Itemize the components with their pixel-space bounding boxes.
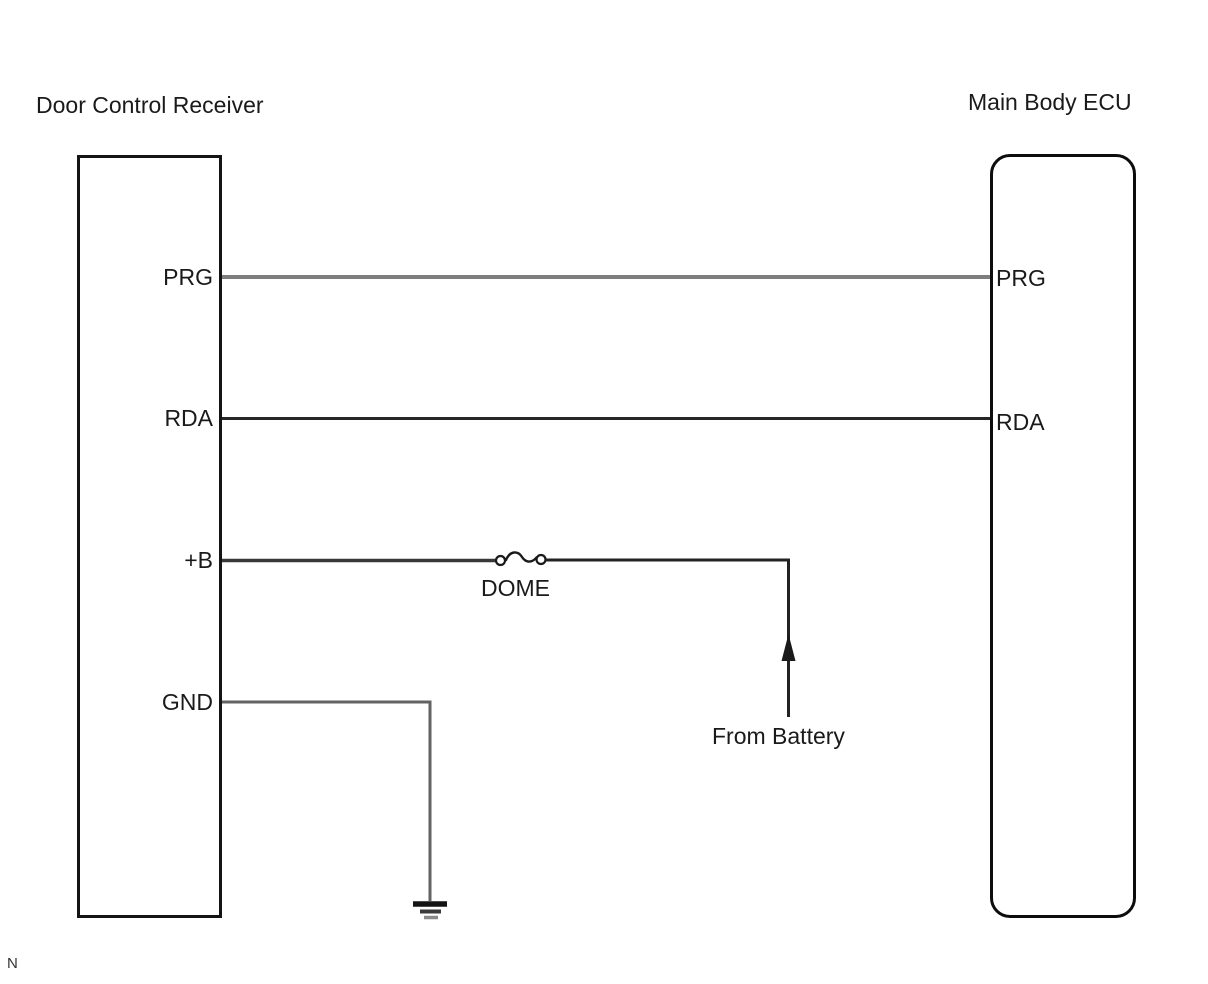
ground-symbol-icon (413, 901, 447, 920)
main-body-ecu-box (990, 154, 1136, 918)
right-pin-prg: PRG (996, 265, 1046, 291)
fuse-terminal-right-icon (535, 553, 547, 566)
left-pin-prg: PRG (163, 264, 213, 290)
left-pin-gnd: GND (161, 689, 213, 715)
fuse-terminal-left-icon (494, 554, 507, 567)
right-component-title: Main Body ECU (968, 89, 1132, 115)
left-component-title: Door Control Receiver (36, 92, 264, 118)
gnd-wire (222, 700, 432, 901)
footnote-n: N (7, 955, 18, 972)
left-pin-plus-b: +B (184, 547, 213, 573)
door-control-receiver-box (77, 155, 222, 918)
fuse-element-icon (504, 551, 538, 563)
plus-b-wire-right (546, 558, 790, 717)
left-pin-rda: RDA (164, 405, 213, 431)
right-pin-rda: RDA (996, 409, 1045, 435)
fuse-label: DOME (481, 575, 550, 601)
battery-label: From Battery (712, 723, 845, 749)
battery-arrow-icon (781, 634, 796, 661)
